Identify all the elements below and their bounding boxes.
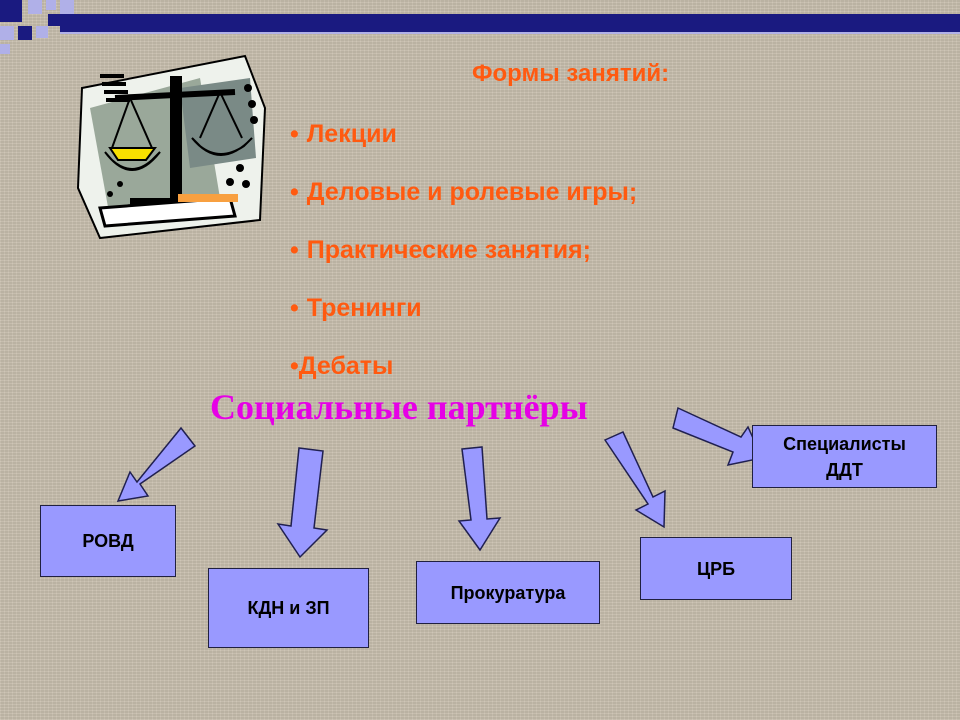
partner-label-line2: ДДТ (826, 459, 863, 480)
partner-box-ddt: Специалисты ДДТ (752, 425, 937, 488)
list-item: •Деловые и ролевые игры; (290, 178, 638, 206)
arrow-to-ddt (672, 406, 764, 467)
lesson-forms-list: •Лекции •Деловые и ролевые игры; •Практи… (290, 112, 637, 402)
social-partners-title: Социальные партнёры (210, 387, 588, 427)
partner-box-prokuratura: Прокуратура (416, 561, 600, 624)
arrow-to-rovd (116, 426, 197, 502)
scales-of-justice-icon (76, 54, 267, 240)
list-item: •Дебаты (290, 352, 394, 380)
partner-box-crb: ЦРБ (640, 537, 792, 600)
arrow-to-crb (603, 431, 666, 529)
list-item: •Лекции (290, 120, 397, 148)
partner-label: Прокуратура (450, 582, 566, 603)
lesson-forms-heading: Формы занятий: (472, 60, 670, 87)
partner-label: КДН и ЗП (247, 598, 330, 618)
list-item: •Тренинги (290, 294, 422, 322)
partner-label: ЦРБ (696, 558, 736, 579)
arrow-to-kdn (276, 447, 329, 559)
list-item: •Практические занятия; (290, 236, 591, 264)
corner-decoration (0, 0, 960, 54)
partner-label-line1: Специалисты (783, 433, 906, 454)
partner-label: РОВД (82, 531, 134, 551)
arrow-to-prokuratura (457, 446, 502, 552)
partner-box-rovd: РОВД (40, 505, 176, 577)
partner-box-kdn: КДН и ЗП (208, 568, 369, 648)
